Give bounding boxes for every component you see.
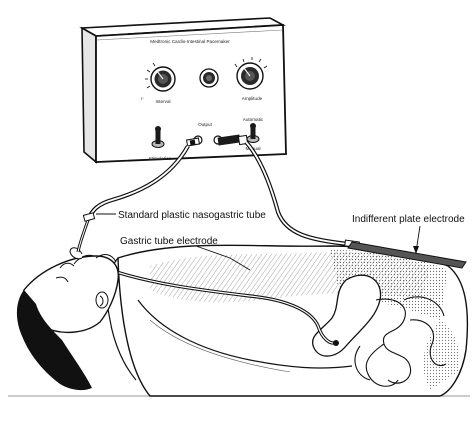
amplitude-dial-ticks <box>234 57 268 69</box>
stimulation-switch[interactable] <box>151 126 165 148</box>
pacemaker-device: Medtronic Cardio-Intestinal Pacemaker In… <box>79 17 287 164</box>
label-plate-electrode: Indifferent plate electrode <box>352 214 465 225</box>
label-gastric-electrode: Gastric tube electrode <box>120 236 218 247</box>
interval-dial-ticks <box>145 62 156 89</box>
amplitude-knob[interactable] <box>236 62 264 90</box>
device-front-face <box>95 24 287 163</box>
device-title: Medtronic Cardio-Intestinal Pacemaker <box>150 39 230 44</box>
stimulation-label: Stimulation <box>149 156 172 161</box>
wire-to-plate-electrode <box>244 140 349 247</box>
patient-arm <box>137 299 353 369</box>
indifferent-plate-electrode <box>347 241 467 269</box>
amplitude-label: Amplitude <box>242 96 263 101</box>
device-side-face <box>81 26 97 164</box>
intestines <box>354 296 447 387</box>
stomach <box>311 274 382 357</box>
label-nasogastric-tube: Standard plastic nasogastric tube <box>118 210 266 221</box>
patient-face <box>55 254 117 309</box>
patient-figure <box>8 212 470 397</box>
interval-label: Interval <box>155 99 170 104</box>
center-knob[interactable] <box>199 68 219 88</box>
automatic-label: Automatic <box>243 117 264 122</box>
interval-knob[interactable] <box>150 66 176 92</box>
interval-tick-text: r· <box>141 96 144 101</box>
lead-wires <box>86 134 360 249</box>
callouts: Standard plastic nasogastric tube Gastri… <box>96 210 465 271</box>
output-label: Output <box>198 122 213 127</box>
